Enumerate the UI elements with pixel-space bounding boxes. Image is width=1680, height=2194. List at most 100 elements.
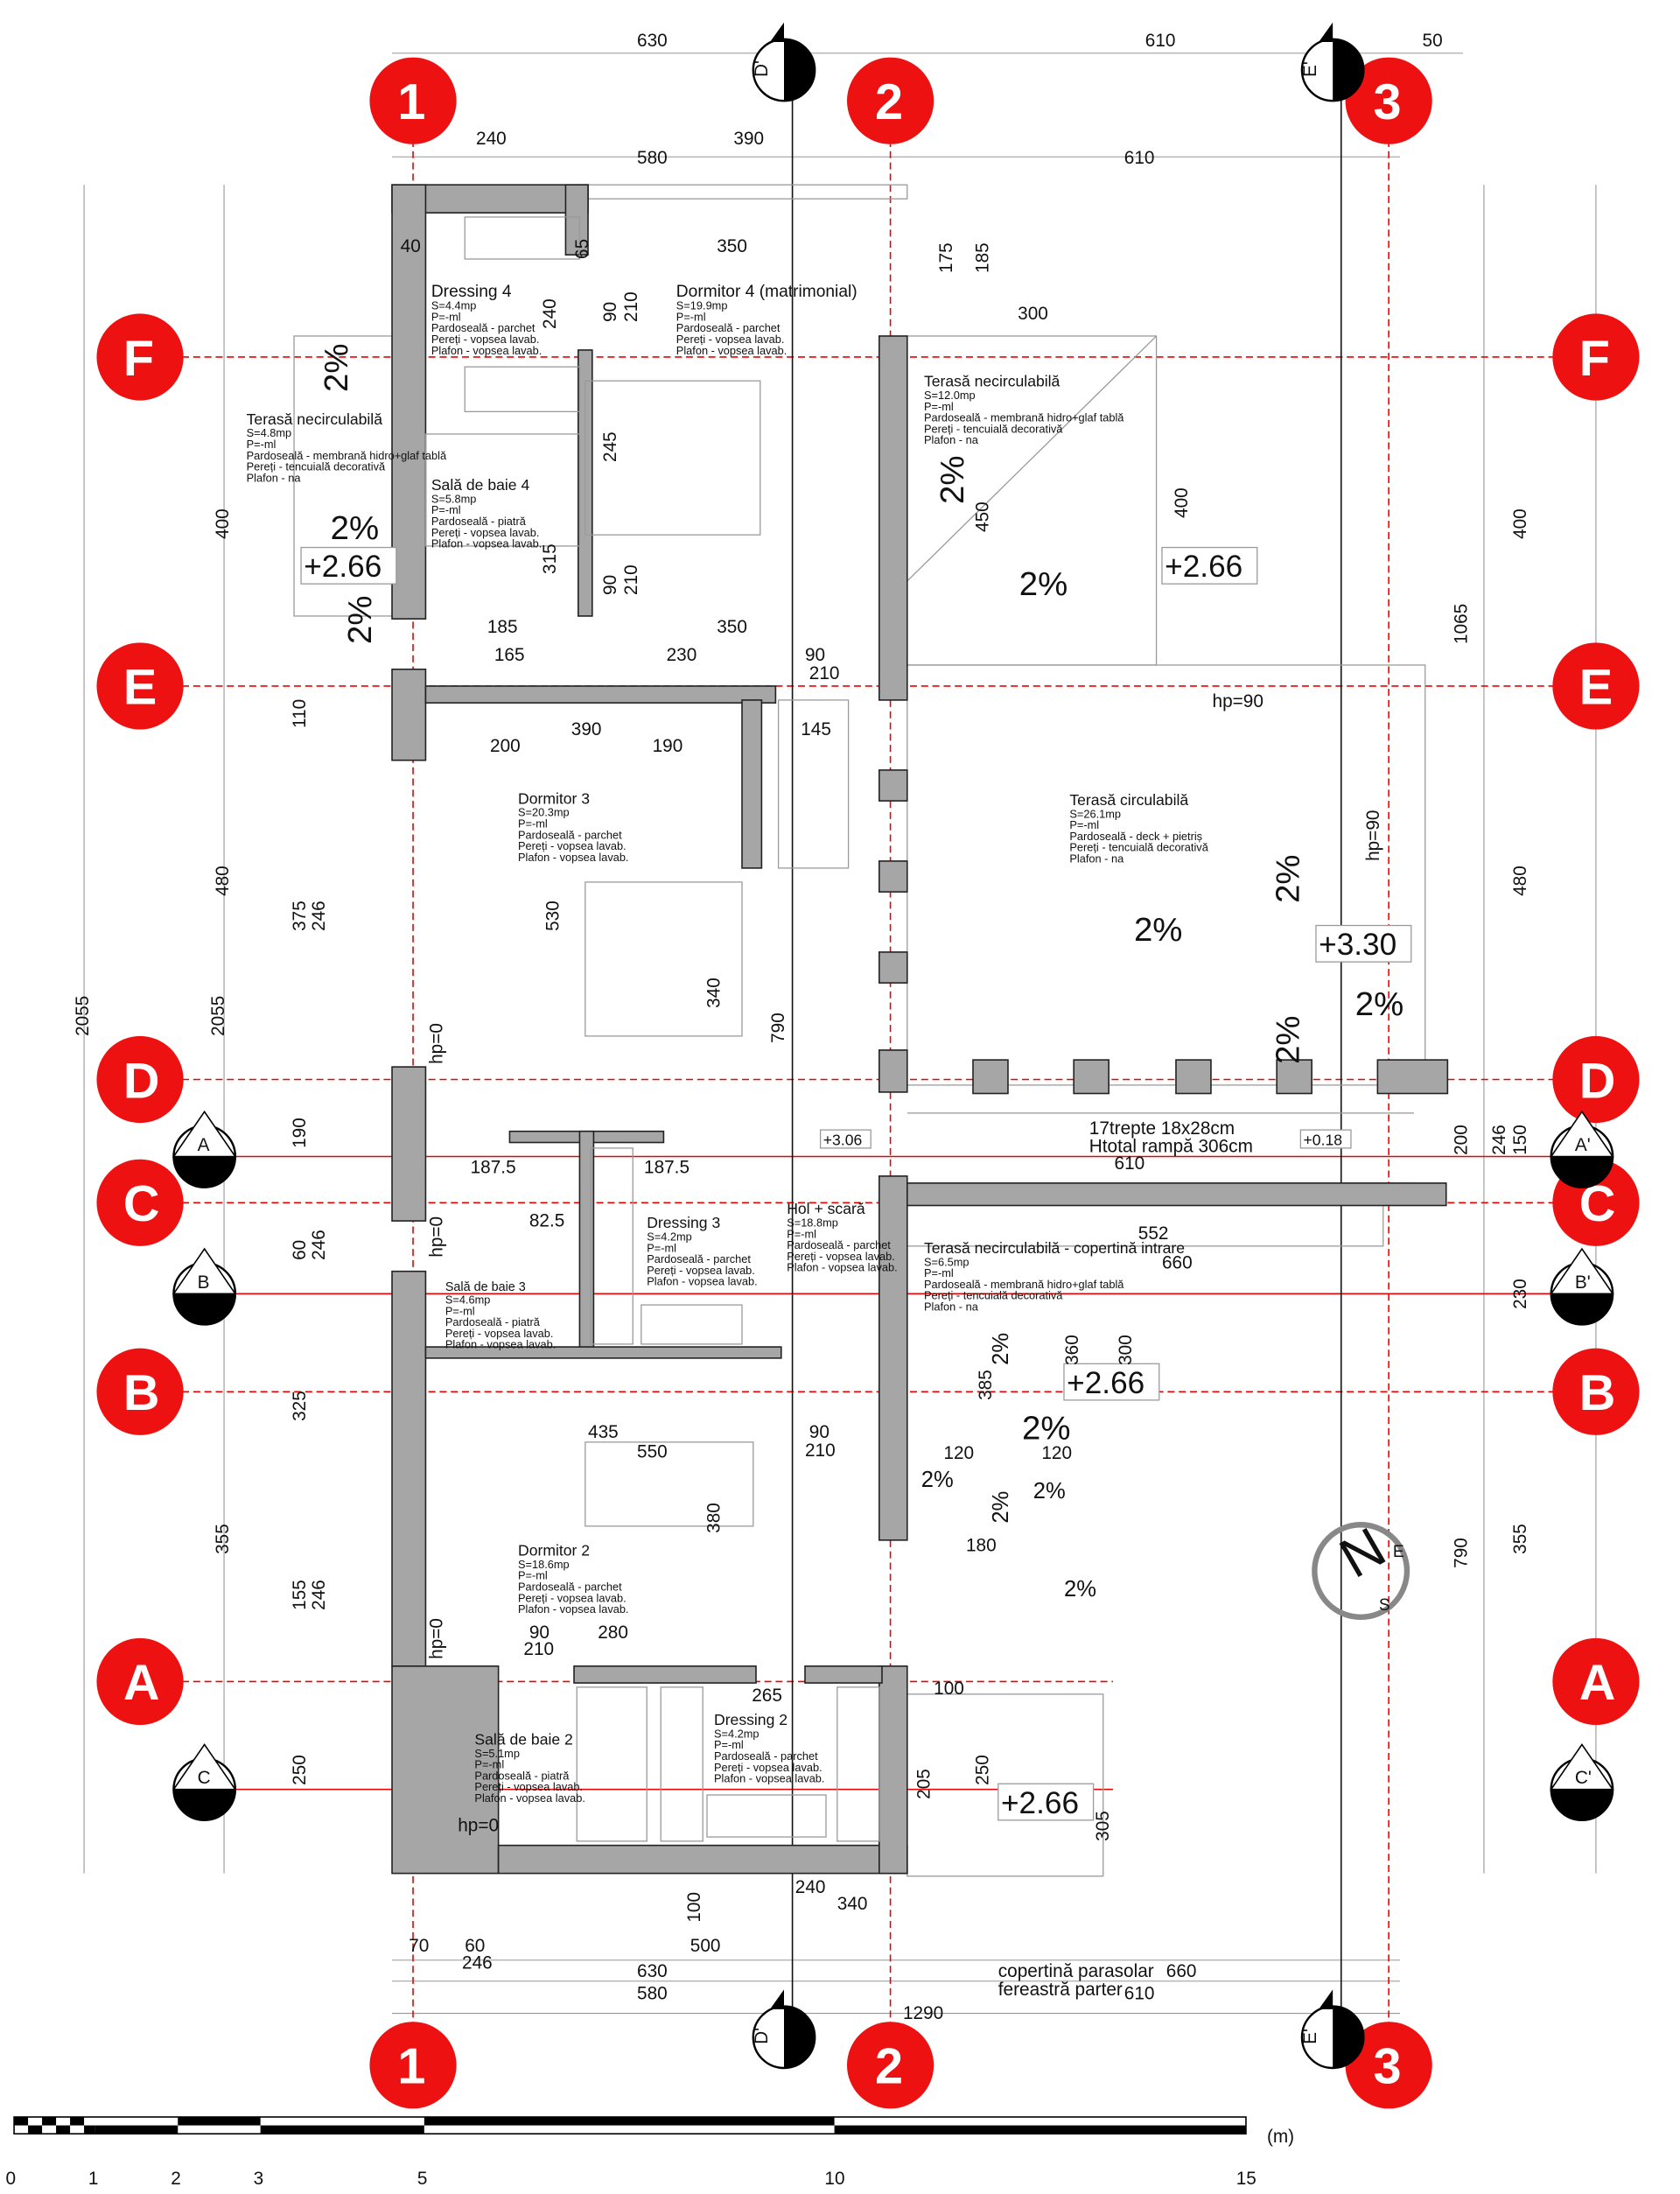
room-walls: Pereți - vopsea lavab.: [676, 333, 785, 346]
grid-bubble-column: 1: [369, 2022, 457, 2109]
room-floor: Pardoseală - parchet: [518, 828, 622, 841]
bed: [584, 1441, 754, 1527]
section-label: B: [198, 1272, 210, 1293]
room-label: Terasă necirculabilăS=4.8mpP=-mlPardosea…: [247, 410, 447, 485]
room-p: P=-ml: [924, 400, 954, 413]
room-p: P=-ml: [431, 503, 461, 516]
grid-label: E: [1579, 660, 1613, 716]
scale-label: 3: [254, 2169, 264, 2189]
scale-unit: (m): [1267, 2127, 1294, 2147]
grid-bubble-row: B: [1552, 1348, 1640, 1435]
grid-bubble-row: E: [96, 642, 184, 730]
dimension-label: 246: [309, 1230, 329, 1260]
room-floor: Pardoseală - membrană hidro+glaf tablă: [247, 449, 447, 462]
wardrobe: [464, 366, 581, 413]
wardrobe: [640, 1304, 743, 1345]
dimension-label: 100: [684, 1892, 704, 1923]
room-ceiling: Plafon - na: [924, 1300, 979, 1313]
scale-bar: 0 1 2 3 5 10 15 (m): [5, 2116, 1294, 2189]
section-marker: D': [752, 1989, 816, 2070]
dimension-label: 355: [213, 1524, 233, 1554]
wardrobe: [464, 216, 581, 260]
dimension-label: 90: [600, 575, 620, 595]
room-name: Sală de baie 4: [431, 476, 530, 494]
dimension-label: 630: [637, 31, 668, 51]
room-walls: Pereți - vopsea lavab.: [431, 526, 540, 539]
dimension-label: 210: [621, 291, 641, 322]
dimension-label: 2055: [73, 996, 93, 1036]
slope-mark: 2%: [318, 343, 355, 391]
room-area: S=4.6mp: [445, 1293, 491, 1306]
dimension-label: 500: [690, 1936, 721, 1956]
room-p: P=-ml: [247, 438, 276, 451]
section-label: A: [198, 1135, 210, 1155]
room-area: S=4.2mp: [647, 1230, 692, 1243]
dimension-label: 190: [653, 736, 683, 756]
dimension-label: 187.5: [471, 1158, 516, 1178]
grid-label: F: [123, 331, 154, 387]
grid-bubble-row: D: [96, 1035, 184, 1124]
dimension-label: 660: [1166, 1961, 1197, 1981]
dimension-label: 305: [1093, 1811, 1113, 1841]
stair-landing: [777, 699, 850, 869]
dimension-label: 1065: [1452, 604, 1472, 644]
dimension-label: 400: [1510, 508, 1530, 539]
dimension-label: 400: [1172, 487, 1192, 518]
level-box: [998, 1783, 1095, 1821]
section-label: C': [1575, 1768, 1592, 1788]
note: hp=0: [458, 1816, 499, 1836]
dimension-label: 145: [801, 719, 831, 740]
room-p: P=-ml: [924, 1266, 954, 1279]
dimension-label: 50: [1423, 31, 1443, 51]
scale-label: 10: [824, 2169, 844, 2189]
dimension-label: 580: [637, 148, 668, 168]
dimension-label: 315: [540, 543, 560, 574]
level-box: [1299, 1129, 1352, 1149]
dimension-label: 340: [837, 1894, 868, 1914]
scale-label: 5: [417, 2169, 428, 2189]
dimension-label: 250: [290, 1755, 310, 1785]
room-ceiling: Plafon - vopsea lavab.: [714, 1772, 824, 1785]
section-marker: A: [172, 1110, 237, 1188]
dimension-label: 550: [637, 1441, 668, 1461]
dimension-label: 355: [1510, 1524, 1530, 1554]
grid-label: A: [123, 1655, 160, 1711]
note: fereastră parter: [998, 1980, 1123, 2000]
room-walls: Pereți - vopsea lavab.: [474, 1780, 583, 1793]
dimension-label: 246: [1489, 1125, 1509, 1155]
dimension-label: 185: [487, 617, 518, 637]
room-name: Dressing 3: [647, 1214, 720, 1231]
dimension-label: 60: [290, 1240, 310, 1260]
grid-lines: [182, 97, 1554, 2030]
room-area: S=19.9mp: [676, 299, 728, 312]
dimension-label: 210: [805, 1440, 836, 1461]
room-name: Hol + scară: [787, 1200, 865, 1217]
room-floor: Pardoseală - piatră: [445, 1315, 541, 1328]
slope-mark: 2%: [1270, 854, 1307, 902]
room-walls: Pereți - tencuială decorativă: [924, 1289, 1063, 1302]
room-name: Terasă circulabilă: [1069, 791, 1188, 809]
room-floor: Pardoseală - parchet: [676, 321, 780, 334]
dimension-label: 530: [542, 901, 563, 931]
grid-bubble-column: 2: [846, 2022, 934, 2109]
wardrobe: [660, 1686, 704, 1842]
scale-label: 0: [5, 2169, 16, 2189]
room-name: Terasă necirculabilă: [924, 373, 1060, 390]
dimension-label: 380: [704, 1503, 724, 1533]
slope-mark: 2%: [1033, 1479, 1066, 1504]
furniture: [424, 216, 880, 1842]
room-walls: Pereți - vopsea lavab.: [714, 1761, 822, 1774]
shower-tiles: [424, 433, 581, 547]
grid-bubble-row: F: [1552, 313, 1640, 401]
room-name: Sală de baie 3: [445, 1280, 526, 1294]
dimension-label: 340: [704, 978, 724, 1008]
dimension-label: 110: [290, 699, 310, 728]
wardrobe: [706, 1794, 827, 1838]
dimension-label: 230: [1510, 1279, 1530, 1309]
dimension-label: 187.5: [644, 1158, 690, 1178]
slope-mark: 2%: [1355, 985, 1404, 1023]
section-marker: E': [1300, 1989, 1365, 2070]
dimension-label: 400: [213, 508, 233, 539]
level-mark: +2.66: [1165, 550, 1242, 584]
